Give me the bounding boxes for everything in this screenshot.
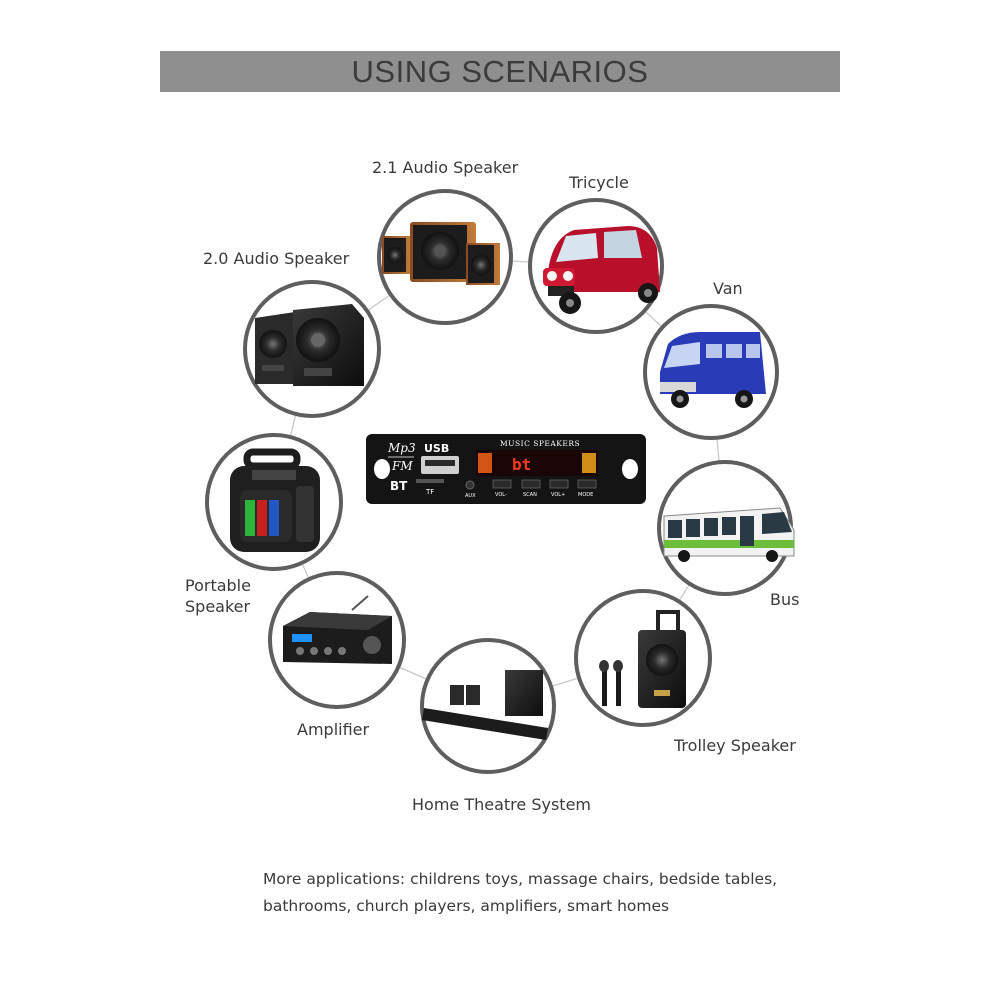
label-tricycle: Tricycle [569,173,629,192]
scenario-image-portable-speaker [205,433,343,571]
scenario-image-speaker-20 [243,280,381,418]
button-label-mode: MODE [578,492,593,498]
more-applications-text: More applications: childrens toys, massa… [263,866,783,920]
scenario-image-tricycle [528,198,664,334]
scenario-image-speaker-21 [377,189,513,325]
scenario-image-trolley-speaker [574,589,712,727]
title-banner: USING SCENARIOS [160,51,840,92]
label-speaker-20: 2.0 Audio Speaker [203,249,350,268]
scenario-image-amplifier [268,571,406,709]
mount-hole-right [622,459,638,479]
label-bus: Bus [770,590,800,609]
tf-slot [416,479,444,483]
module-brand: MUSIC SPEAKERS [500,439,580,448]
module-aux-label: AUX [465,493,476,499]
label-portable-speaker: Portable Speaker [185,576,251,616]
label-van: Van [713,279,743,298]
more-applications-line-2: bathrooms, church players, amplifiers, s… [263,897,670,915]
label-trolley-speaker: Trolley Speaker [674,736,796,755]
module-buttons: VOL- SCAN VOL+ MODE [492,479,597,498]
module-logo-line2: FM [391,459,413,473]
scenario-image-van [643,304,779,440]
button-label-vol-minus: VOL- [495,492,507,498]
module-usb-label: USB [424,442,449,455]
label-amplifier: Amplifier [297,720,370,739]
scenario-image-bus [657,460,795,596]
led-display-text: bt [512,455,531,474]
aux-jack [465,480,475,490]
button-label-scan: SCAN [523,492,537,498]
led-display [476,450,598,476]
more-applications-line-1: More applications: childrens toys, massa… [263,870,778,888]
mp3-module: Mp3 FM BT USB TF AUX MUSIC SPEAKERS bt V… [366,434,646,504]
connector-lines [273,256,726,707]
page-title: USING SCENARIOS [351,53,649,89]
module-tf-label: TF [425,488,434,496]
scenario-image-home-theatre [420,638,556,774]
module-logo-line1: Mp3 [387,441,416,455]
mount-hole-left [374,459,390,479]
module-bt-label: BT [390,479,408,493]
button-label-vol-plus: VOL+ [551,492,565,498]
label-home-theatre: Home Theatre System [412,795,591,814]
label-speaker-21: 2.1 Audio Speaker [372,158,519,177]
